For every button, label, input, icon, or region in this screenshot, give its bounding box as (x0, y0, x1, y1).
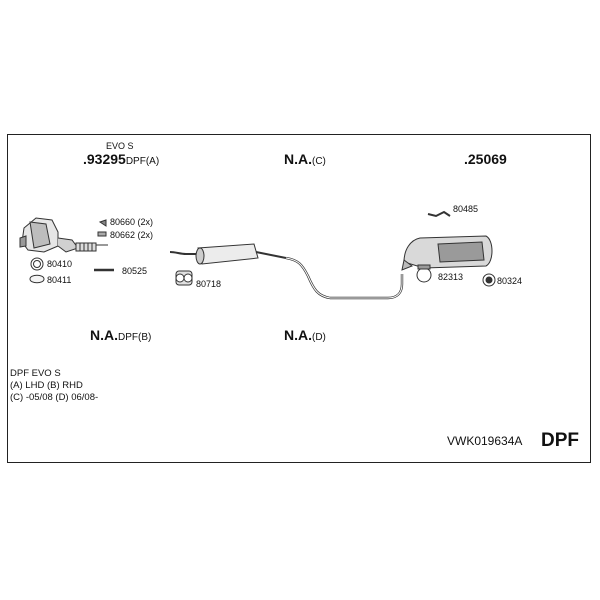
front-pipe-drawing (169, 251, 198, 255)
clamp-82313-drawing (416, 267, 432, 283)
part-80411: 80411 (47, 275, 72, 285)
ref-3-label: .25069 (464, 151, 507, 167)
ring-80410-drawing (30, 257, 44, 271)
legend-line-3: (C) -05/08 (D) 06/08- (10, 392, 99, 403)
part-80485: 80485 (453, 204, 479, 214)
part-80525: 80525 (122, 266, 148, 276)
kit-type-badge: DPF (541, 430, 579, 451)
legend: DPF EVO S (A) LHD (B) RHD (C) -05/08 (D)… (10, 368, 98, 404)
ref-4-number: N.A. (90, 327, 118, 343)
rear-silencer-drawing (401, 235, 493, 271)
clamp-80718-drawing (175, 270, 193, 286)
ref-2-number: N.A. (284, 151, 312, 167)
rear-pipe-drawing (285, 256, 404, 300)
middle-muffler-drawing (195, 243, 287, 265)
ref-4-suffix: DPF(B) (118, 332, 152, 343)
legend-line-2: (A) LHD (B) RHD (10, 380, 83, 391)
hanger-80485-drawing (427, 210, 451, 218)
ref-2-label: N.A.(C) (284, 151, 326, 167)
diagram-frame (7, 134, 591, 463)
ref-1-label: .93295DPF(A) (83, 151, 159, 167)
part-80718: 80718 (196, 279, 222, 289)
ref-4-label: N.A.DPF(B) (90, 327, 151, 343)
part-80324: 80324 (497, 276, 523, 286)
flex-pipe-drawing (75, 242, 108, 252)
legend-line-1: DPF EVO S (10, 368, 61, 379)
dpf-unit-drawing (19, 217, 79, 253)
ref-3-number: .25069 (464, 151, 507, 167)
ring-80411-drawing (29, 274, 45, 284)
ref-2-suffix: (C) (312, 156, 326, 167)
clamp-80660-drawing (97, 219, 107, 237)
part-80662: 80662 (2x) (110, 230, 154, 240)
part-82313: 82313 (438, 272, 464, 282)
kit-number: VWK019634A (447, 434, 523, 448)
part-80410: 80410 (47, 259, 73, 269)
ref-1-number: .93295 (83, 151, 126, 167)
ref-5-suffix: (D) (312, 332, 326, 343)
ref-5-label: N.A.(D) (284, 327, 326, 343)
ref-1-variant: EVO S (106, 141, 134, 151)
ref-5-number: N.A. (284, 327, 312, 343)
part-80660: 80660 (2x) (110, 217, 154, 227)
ref-1-suffix: DPF(A) (125, 156, 160, 167)
